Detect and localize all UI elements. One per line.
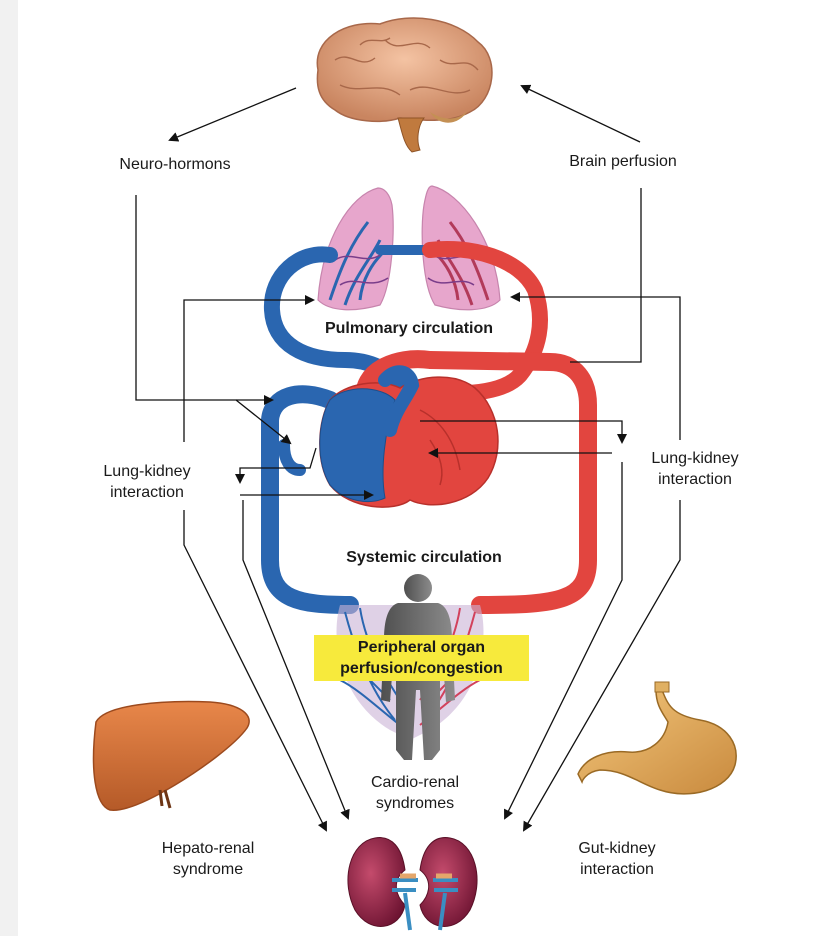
kidneys-icon [348, 838, 477, 930]
label-pulmonary-circulation: Pulmonary circulation [304, 318, 514, 339]
brain-icon [317, 18, 492, 152]
arrow-to-brain-perfusion [522, 86, 640, 142]
label-systemic-circulation: Systemic circulation [334, 547, 514, 568]
liver-icon [94, 702, 250, 811]
arrow-left-lung-kidney-to-kidney [184, 510, 326, 830]
arrow-left-lung-kidney-to-lung [184, 300, 313, 442]
label-brain-perfusion: Brain perfusion [548, 151, 698, 172]
label-hepato-renal: Hepato-renal syndrome [143, 838, 273, 880]
arrow-brain-perfusion-from-aorta [570, 188, 641, 362]
label-lung-kidney-left: Lung-kidney interaction [82, 461, 212, 503]
label-peripheral-organ: Peripheral organ perfusion/congestion [314, 637, 529, 679]
stomach-icon [578, 682, 736, 794]
label-gut-kidney: Gut-kidney interaction [552, 838, 682, 880]
label-cardio-renal: Cardio-renal syndromes [350, 772, 480, 814]
arrow-brain-to-neurohormons [170, 88, 296, 140]
label-lung-kidney-right: Lung-kidney interaction [630, 448, 760, 490]
heart-icon [320, 372, 498, 507]
label-neuro-hormons: Neuro-hormons [100, 154, 250, 175]
